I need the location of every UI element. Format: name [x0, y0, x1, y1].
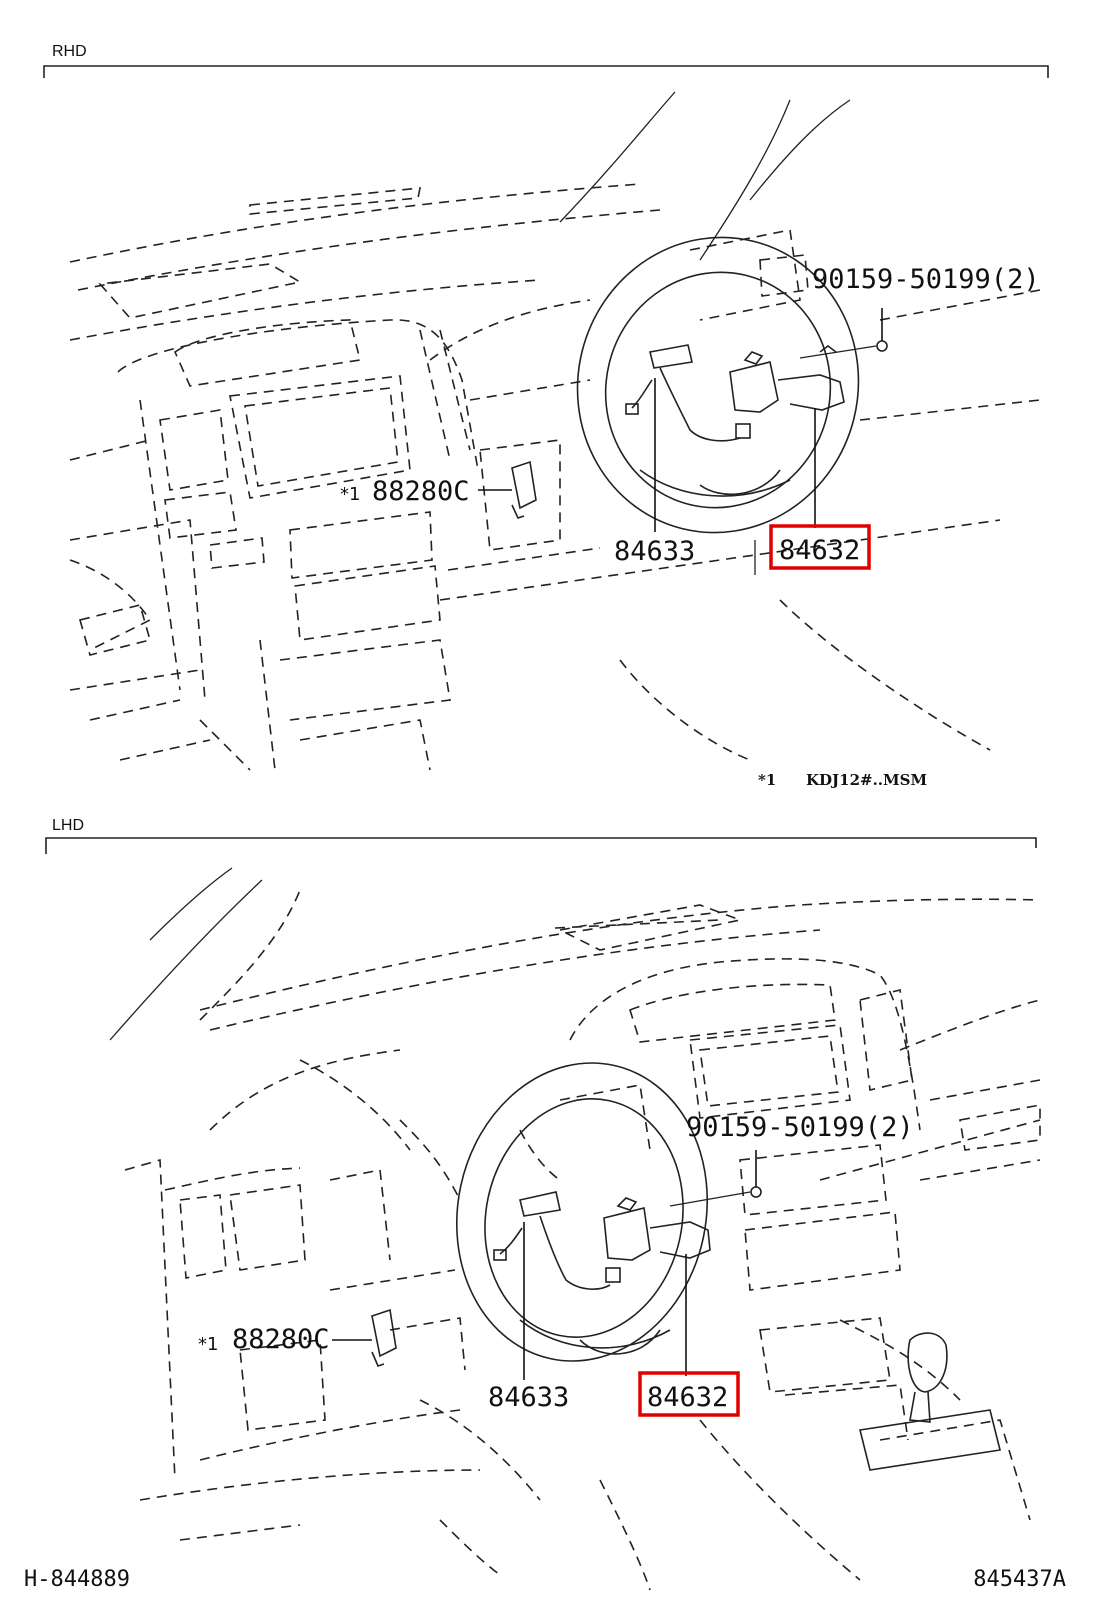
rhd-switch-part [729, 361, 779, 413]
lhd-spiral-cable-part [519, 1191, 561, 1217]
footnote-mark: *1 [758, 771, 776, 789]
lhd-callout-switch-asm: 84632 [647, 1382, 728, 1413]
lhd-sensor-part [371, 1308, 397, 1358]
rhd-spiral-cable-part [649, 344, 693, 369]
lhd-callout-bolt: 90159-50199(2) [686, 1112, 914, 1143]
lhd-callout-sensor-note-mark: *1 [198, 1334, 218, 1355]
rhd-callout-bolt: 90159-50199(2) [812, 264, 1040, 295]
footnote-text: KDJ12#..MSM [806, 771, 927, 789]
lhd-callout-spiral-cable: 84633 [488, 1382, 569, 1413]
rhd-bolt-part [876, 340, 888, 352]
rhd-callout-spiral-cable: 84633 [614, 536, 695, 567]
footer-left-code: H-844889 [24, 1567, 130, 1592]
rhd-callout-sensor-note-mark: *1 [340, 484, 360, 505]
footer-right-code: 845437A [973, 1567, 1066, 1592]
rhd-callout-sensor: 88280C [372, 476, 470, 507]
lhd-highlight-box [638, 1371, 740, 1417]
lhd-section-bracket [45, 837, 1037, 854]
lhd-section: LHD [45, 817, 1041, 1591]
lhd-dashboard-drawing [109, 867, 1041, 1591]
lhd-shift-knob [907, 1332, 948, 1393]
rhd-callout-switch-asm: 84632 [779, 535, 860, 566]
lhd-callout-sensor: 88280C [232, 1324, 330, 1355]
lhd-section-label: LHD [52, 817, 84, 834]
rhd-section-bracket [43, 65, 1049, 78]
rhd-dashboard-drawing [69, 91, 1041, 771]
rhd-sensor-part [511, 460, 537, 510]
lhd-switch-part [603, 1207, 651, 1261]
rhd-section: RHD [43, 43, 1049, 789]
rhd-section-label: RHD [52, 43, 87, 60]
lhd-bolt-part [750, 1186, 762, 1198]
rhd-highlight-box [769, 524, 871, 570]
